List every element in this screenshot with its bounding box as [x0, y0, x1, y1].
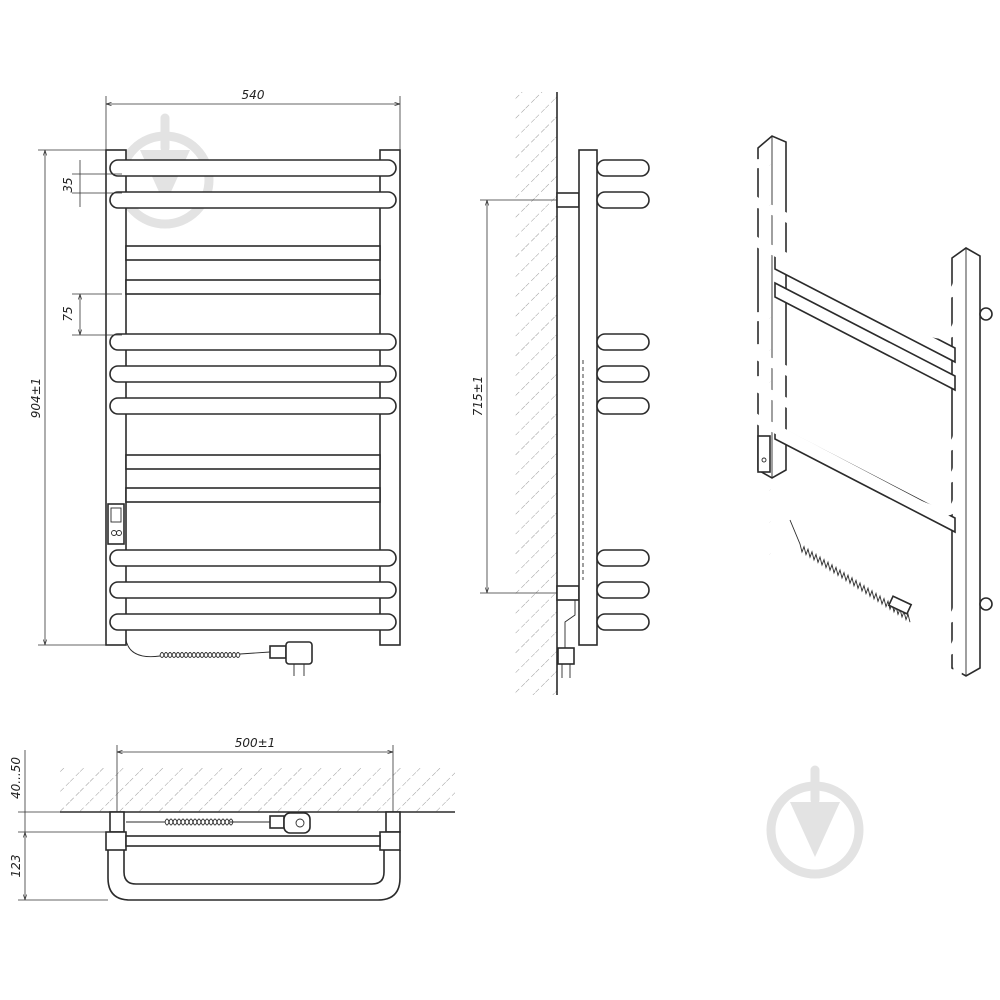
round-bar — [109, 365, 397, 383]
front-view: 540 904±1 35 75 — [29, 88, 401, 676]
depth-label: 123 — [9, 855, 23, 878]
power-cable — [125, 639, 287, 659]
power-plug-icon — [557, 600, 576, 678]
mount-height-dimension: 715±1 — [471, 199, 557, 594]
wall-gap-dimension: 40...50 — [9, 750, 110, 833]
trowel-watermark-icon — [766, 765, 864, 879]
wall-bracket — [556, 585, 580, 601]
side-view: 715±1 — [471, 92, 650, 695]
coiled-cable — [164, 818, 234, 824]
wall-gap-label: 40...50 — [9, 757, 23, 799]
pitch-small-label: 35 — [61, 177, 75, 192]
pitch-large-label: 75 — [61, 306, 75, 321]
bar-side-stub — [596, 613, 650, 631]
wall-hatch — [60, 768, 455, 812]
height-label: 904±1 — [29, 378, 43, 419]
round-bar — [109, 191, 397, 209]
control-button-icon — [757, 435, 771, 473]
isometric-view — [737, 135, 993, 688]
width-dimension: 540 — [105, 88, 401, 150]
power-plug-icon — [269, 812, 311, 834]
bar-side-stub — [596, 191, 650, 209]
pitch-small-dimension: 35 — [61, 160, 122, 207]
top-view: 500±1 40...50 123 — [9, 736, 455, 901]
bar-side-stub — [596, 397, 650, 415]
width-label: 540 — [242, 88, 265, 102]
side-upright — [578, 149, 598, 646]
bar-side-stub — [596, 365, 650, 383]
round-bar — [109, 397, 397, 415]
flat-bar — [125, 454, 381, 470]
bar-side-stub — [596, 581, 650, 599]
flat-bar — [125, 487, 381, 503]
power-cable — [789, 519, 913, 623]
power-plug-icon — [887, 595, 913, 615]
pitch-large-dimension: 75 — [61, 293, 122, 336]
round-bar — [109, 159, 397, 177]
mount-width-dimension: 500±1 — [116, 736, 394, 812]
round-bar — [109, 333, 397, 351]
mount-height-label: 715±1 — [471, 376, 485, 417]
flat-bar — [774, 281, 956, 392]
bar-side-stub — [596, 333, 650, 351]
bar-side-stub — [596, 549, 650, 567]
bar-side-stub — [596, 159, 650, 177]
wall-hatch — [515, 92, 557, 695]
mount-width-label: 500±1 — [235, 736, 276, 750]
depth-dimension: 123 — [9, 832, 108, 901]
power-plug-icon — [285, 641, 313, 676]
height-dimension: 904±1 — [29, 149, 106, 646]
wall-bracket — [556, 192, 580, 208]
round-bar — [109, 581, 397, 599]
round-bar — [109, 613, 397, 631]
flat-bar — [125, 279, 381, 295]
flat-bar — [125, 245, 381, 261]
control-button-icon — [107, 503, 125, 545]
round-bar — [109, 549, 397, 567]
